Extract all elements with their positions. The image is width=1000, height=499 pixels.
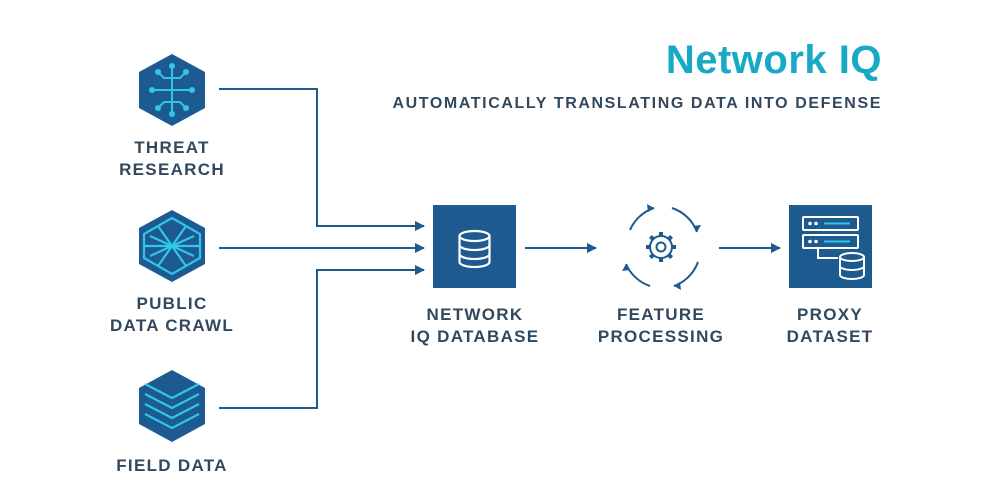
stage-label-line: IQ DATABASE	[410, 327, 540, 346]
source-label-threat-research: THREAT RESEARCH	[112, 137, 232, 181]
stage-label-line: FEATURE	[616, 305, 706, 324]
diagram-subtitle: AUTOMATICALLY TRANSLATING DATA INTO DEFE…	[392, 95, 882, 112]
source-label-public-data-crawl: PUBLIC DATA CRAWL	[102, 293, 242, 337]
server-database-icon	[789, 205, 872, 288]
stage-label-proxy-dataset: PROXY DATASET	[770, 304, 890, 348]
public-data-crawl-icon	[139, 210, 205, 282]
stage-label-line: DATASET	[786, 327, 874, 346]
stage-label-line: NETWORK	[426, 305, 524, 324]
connectors	[219, 88, 781, 409]
source-label-line: RESEARCH	[119, 160, 225, 179]
source-label-line: THREAT	[134, 138, 210, 157]
source-label-field-data: FIELD DATA	[102, 455, 242, 477]
stage-label-network-iq-database: NETWORK IQ DATABASE	[395, 304, 555, 348]
database-icon	[433, 205, 516, 288]
stage-label-line: PROXY	[796, 305, 864, 324]
source-label-line: FIELD DATA	[116, 456, 228, 475]
field-data-icon	[139, 370, 205, 442]
stage-label-feature-processing: FEATURE PROCESSING	[586, 304, 736, 348]
threat-research-icon	[139, 54, 205, 126]
source-label-line: PUBLIC	[136, 294, 208, 313]
diagram-title: Network IQ	[665, 38, 882, 82]
gear-icon	[622, 204, 701, 290]
source-label-line: DATA CRAWL	[109, 316, 235, 335]
connector-threat-to-database	[219, 88, 425, 231]
connector-field-to-database	[219, 265, 425, 409]
stage-label-line: PROCESSING	[597, 327, 725, 346]
